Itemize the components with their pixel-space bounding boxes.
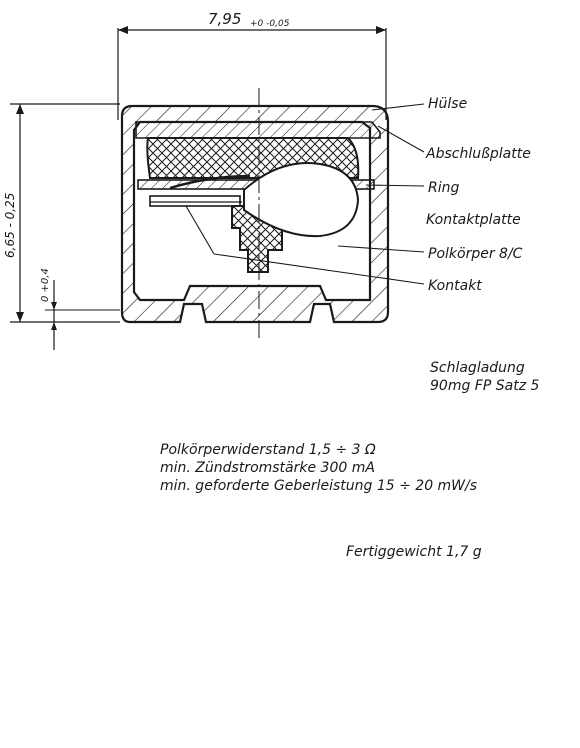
leader-lines	[185, 103, 425, 285]
cross-section	[120, 88, 390, 340]
width-label: 7,95	[208, 10, 241, 28]
spec-resistance: Polkörperwiderstand 1,5 ÷ 3 Ω	[160, 442, 376, 458]
spec-list: Polkörperwiderstand 1,5 ÷ 3 Ω min. Zünds…	[160, 442, 477, 494]
final-weight: Fertiggewicht 1,7 g	[346, 544, 482, 560]
charge-note: Schlagladung 90mg FP Satz 5	[430, 360, 539, 394]
callout-labels: Hülse Abschlußplatte Ring Kontaktplatte …	[425, 96, 531, 294]
callout-pole-body: Polkörper 8/C	[428, 246, 523, 262]
contact-plate	[149, 195, 241, 207]
charge-line-2: 90mg FP Satz 5	[430, 378, 539, 394]
callout-contact: Kontakt	[428, 278, 482, 294]
height-dimension: 6,65 - 0,25	[3, 103, 120, 323]
width-tolerance: +0 -0,05	[250, 19, 290, 29]
offset-dimension: 0 +0,4	[40, 268, 120, 350]
spec-ignition-current: min. Zündstromstärke 300 mA	[160, 460, 375, 476]
closing-plate	[135, 121, 381, 139]
callout-sleeve: Hülse	[428, 96, 467, 112]
offset-label: 0 +0,4	[40, 268, 51, 302]
callout-closing-plate: Abschlußplatte	[425, 146, 531, 162]
callout-contact-plate: Kontaktplatte	[426, 212, 521, 228]
callout-ring: Ring	[428, 180, 459, 196]
height-label: 6,65 - 0,25	[3, 193, 17, 258]
charge-line-1: Schlagladung	[430, 360, 525, 376]
width-dimension: 7,95 +0 -0,05	[117, 10, 387, 120]
bulb-cavity	[243, 162, 360, 238]
spec-power: min. geforderte Geberleistung 15 ÷ 20 mW…	[160, 478, 477, 494]
